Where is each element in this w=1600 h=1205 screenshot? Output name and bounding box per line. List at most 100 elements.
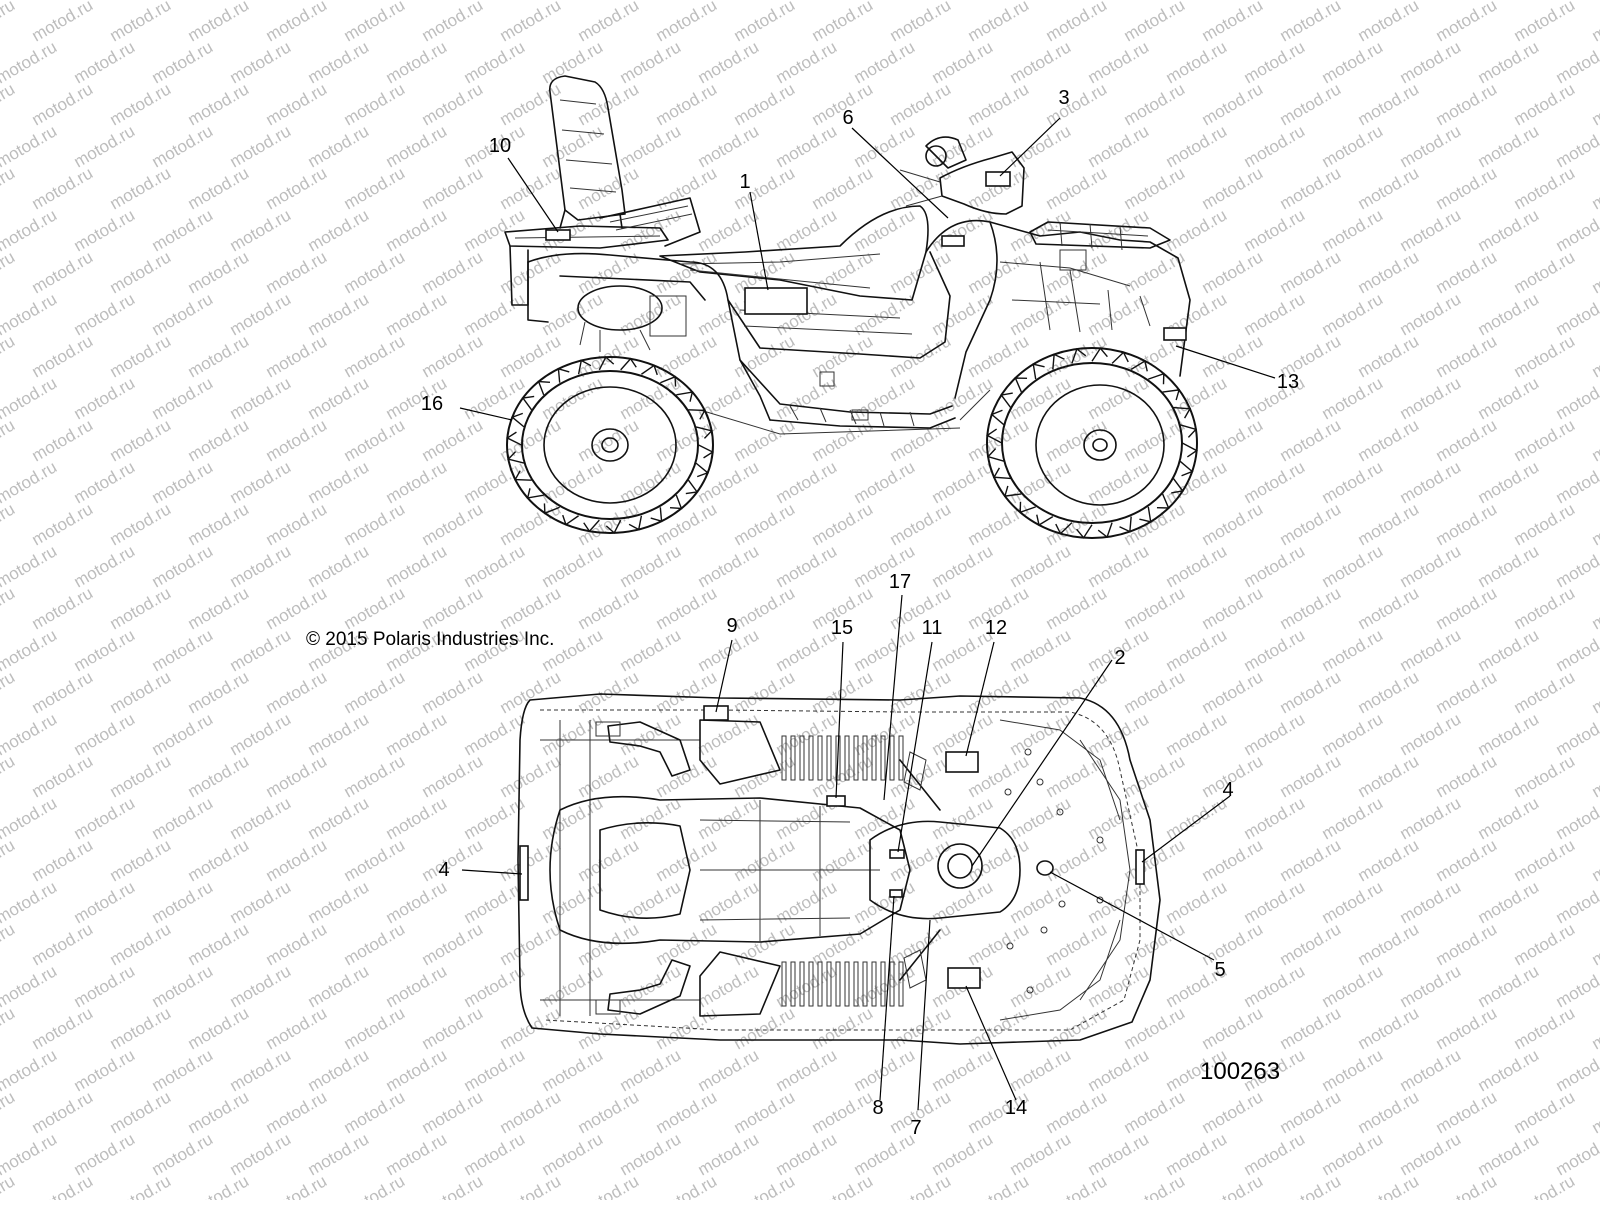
watermark-text: motod.ru	[1277, 583, 1345, 633]
watermark-text: motod.ru	[575, 1171, 643, 1200]
watermark-text: motod.ru	[1511, 583, 1579, 633]
tire-tread-lug	[563, 515, 579, 524]
watermark-text: motod.ru	[695, 793, 763, 843]
watermark-text: motod.ru	[773, 709, 841, 759]
watermark-text: motod.ru	[965, 499, 1033, 549]
watermark-text: motod.ru	[1475, 1129, 1543, 1179]
watermark-text: motod.ru	[149, 373, 217, 423]
watermark-text: motod.ru	[1121, 751, 1189, 801]
watermark-text: motod.ru	[1475, 121, 1543, 171]
watermark-text: motod.ru	[1121, 1087, 1189, 1137]
watermark-text: motod.ru	[0, 1045, 60, 1095]
watermark-text: motod.ru	[1007, 961, 1075, 1011]
watermark-text: motod.ru	[809, 667, 877, 717]
watermark-text: motod.ru	[1319, 793, 1387, 843]
watermark-text: motod.ru	[617, 121, 685, 171]
callout-16: 16	[421, 393, 443, 415]
watermark-text: motod.ru	[419, 247, 487, 297]
watermark-text: motod.ru	[107, 667, 175, 717]
watermark-text: motod.ru	[1043, 1171, 1111, 1200]
callout-14: 14	[1005, 1097, 1027, 1119]
watermark-text: motod.ru	[1397, 1045, 1465, 1095]
watermark-text: motod.ru	[851, 121, 919, 171]
watermark-text: motod.ru	[965, 0, 1033, 45]
watermark-text: motod.ru	[0, 1087, 18, 1137]
watermark-text: motod.ru	[1277, 499, 1345, 549]
watermark-text: motod.ru	[1043, 499, 1111, 549]
watermark-text: motod.ru	[71, 1129, 139, 1179]
watermark-text: motod.ru	[107, 79, 175, 129]
watermark-text: motod.ru	[149, 961, 217, 1011]
watermark-text: motod.ru	[1241, 625, 1309, 675]
watermark-text: motod.ru	[107, 1003, 175, 1053]
watermark-text: motod.ru	[539, 289, 607, 339]
watermark-text: motod.ru	[29, 919, 97, 969]
tire-tread-lug	[1098, 523, 1112, 537]
watermark-text: motod.ru	[1553, 373, 1600, 423]
watermark-text: motod.ru	[695, 205, 763, 255]
watermark-text: motod.ru	[227, 289, 295, 339]
callout-9: 9	[726, 615, 737, 637]
watermark-text: motod.ru	[0, 163, 18, 213]
floorboard-grip	[899, 736, 903, 780]
watermark-text: motod.ru	[809, 0, 877, 45]
watermark-text: motod.ru	[731, 1087, 799, 1137]
watermark-text: motod.ru	[1553, 625, 1600, 675]
callout-5: 5	[1214, 959, 1225, 981]
watermark-text: motod.ru	[1085, 373, 1153, 423]
watermark-text: motod.ru	[461, 37, 529, 87]
watermark-text: motod.ru	[419, 415, 487, 465]
tire-tread-lug	[621, 359, 637, 370]
watermark-text: motod.ru	[887, 79, 955, 129]
watermark-text: motod.ru	[0, 583, 18, 633]
watermark-text: motod.ru	[695, 1129, 763, 1179]
watermark-text: motod.ru	[497, 751, 565, 801]
watermark-text: motod.ru	[419, 1087, 487, 1137]
watermark-text: motod.ru	[1121, 1171, 1189, 1200]
watermark-text: motod.ru	[227, 877, 295, 927]
watermark-text: motod.ru	[575, 415, 643, 465]
watermark-text: motod.ru	[965, 1003, 1033, 1053]
watermark-text: motod.ru	[149, 205, 217, 255]
watermark-text: motod.ru	[539, 121, 607, 171]
watermark-text: motod.ru	[1475, 1045, 1543, 1095]
watermark-text: motod.ru	[1043, 1087, 1111, 1137]
watermark-text: motod.ru	[1199, 79, 1267, 129]
watermark-text: motod.ru	[305, 1129, 373, 1179]
tire-tread-lug	[523, 396, 534, 409]
watermark-text: motod.ru	[0, 415, 18, 465]
watermark-text: motod.ru	[887, 0, 955, 45]
watermark-text: motod.ru	[185, 247, 253, 297]
callout-4-rear: 4	[438, 859, 449, 881]
watermark-text: motod.ru	[1397, 37, 1465, 87]
watermark-text: motod.ru	[1355, 247, 1423, 297]
watermark-text: motod.ru	[1433, 583, 1501, 633]
watermark-text: motod.ru	[1199, 163, 1267, 213]
watermark-text: motod.ru	[1511, 0, 1579, 45]
watermark-text: motod.ru	[731, 1003, 799, 1053]
watermark-text: motod.ru	[29, 415, 97, 465]
watermark-text: motod.ru	[1085, 1129, 1153, 1179]
watermark-text: motod.ru	[497, 583, 565, 633]
watermark-text: motod.ru	[107, 0, 175, 45]
watermark-text: motod.ru	[1475, 37, 1543, 87]
watermark-text: motod.ru	[1241, 541, 1309, 591]
watermark-text: motod.ru	[575, 1087, 643, 1137]
watermark-text: motod.ru	[653, 1087, 721, 1137]
watermark-text: motod.ru	[1553, 37, 1600, 87]
watermark-text: motod.ru	[497, 163, 565, 213]
watermark-text: motod.ru	[71, 709, 139, 759]
watermark-text: motod.ru	[731, 79, 799, 129]
watermark-text: motod.ru	[305, 205, 373, 255]
watermark-text: motod.ru	[1199, 247, 1267, 297]
watermark-text: motod.ru	[1589, 1003, 1600, 1053]
watermark-text: motod.ru	[419, 1003, 487, 1053]
watermark-text: motod.ru	[383, 1129, 451, 1179]
decal-13	[1164, 328, 1186, 340]
watermark-text: motod.ru	[965, 835, 1033, 885]
watermark-text: motod.ru	[1319, 121, 1387, 171]
tire-tread-lug	[1182, 443, 1196, 457]
watermark-text: motod.ru	[341, 919, 409, 969]
fender-rivet	[1041, 927, 1047, 933]
